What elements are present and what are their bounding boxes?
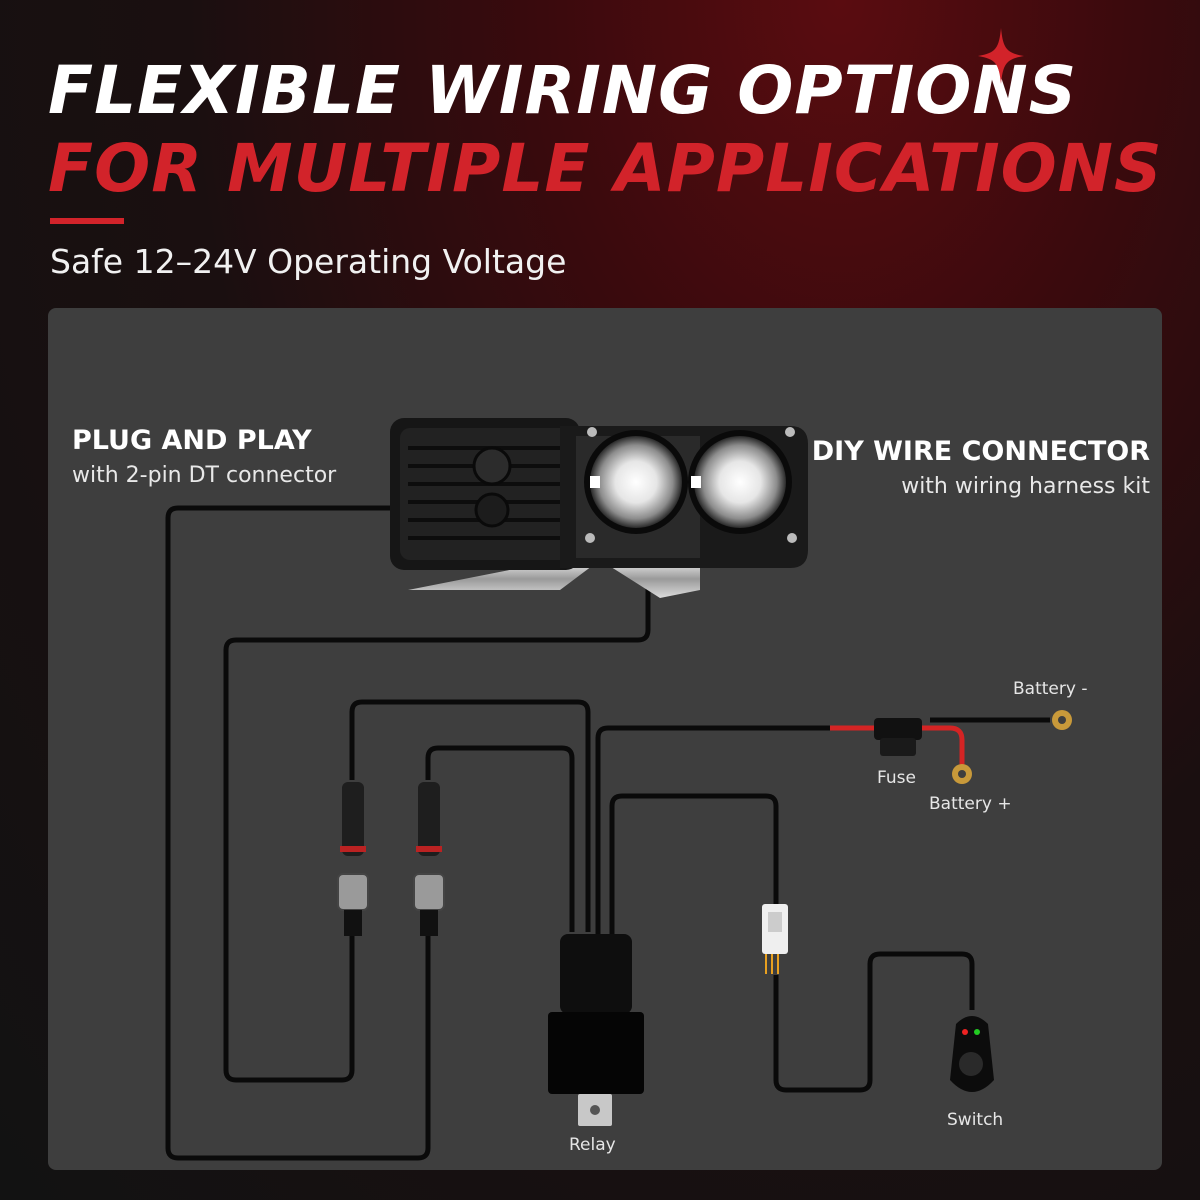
diy-connector-title: DIY WIRE CONNECTOR	[811, 436, 1150, 467]
dt-connector-2	[413, 782, 445, 936]
battery-negative-terminal	[1052, 710, 1072, 730]
relay-body	[548, 934, 644, 1126]
battery-negative-label: Battery -	[1013, 679, 1088, 699]
headline-line1: FLEXIBLE WIRING OPTIONS	[48, 52, 1078, 129]
headline-line2: FOR MULTIPLE APPLICATIONS	[48, 130, 1163, 207]
switch-button	[950, 1016, 994, 1092]
plug-and-play-title: PLUG AND PLAY	[72, 425, 312, 456]
switch-plug	[762, 904, 788, 974]
fuse-holder	[874, 718, 922, 756]
accent-underline	[50, 218, 124, 224]
red-power-wire	[830, 725, 965, 768]
dt-connector-1	[337, 782, 369, 936]
relay-label: Relay	[569, 1135, 616, 1155]
plug-and-play-subtitle: with 2-pin DT connector	[72, 463, 337, 488]
diy-connector-subtitle: with wiring harness kit	[901, 474, 1150, 499]
sparkle-icon	[978, 28, 1024, 84]
wire-harness	[165, 505, 1050, 1161]
dual-led-light	[390, 418, 808, 598]
battery-positive-label: Battery +	[929, 794, 1012, 814]
battery-positive-terminal	[952, 764, 972, 784]
voltage-subtitle: Safe 12–24V Operating Voltage	[50, 242, 567, 281]
switch-label: Switch	[947, 1110, 1004, 1130]
fuse-label: Fuse	[877, 768, 916, 788]
